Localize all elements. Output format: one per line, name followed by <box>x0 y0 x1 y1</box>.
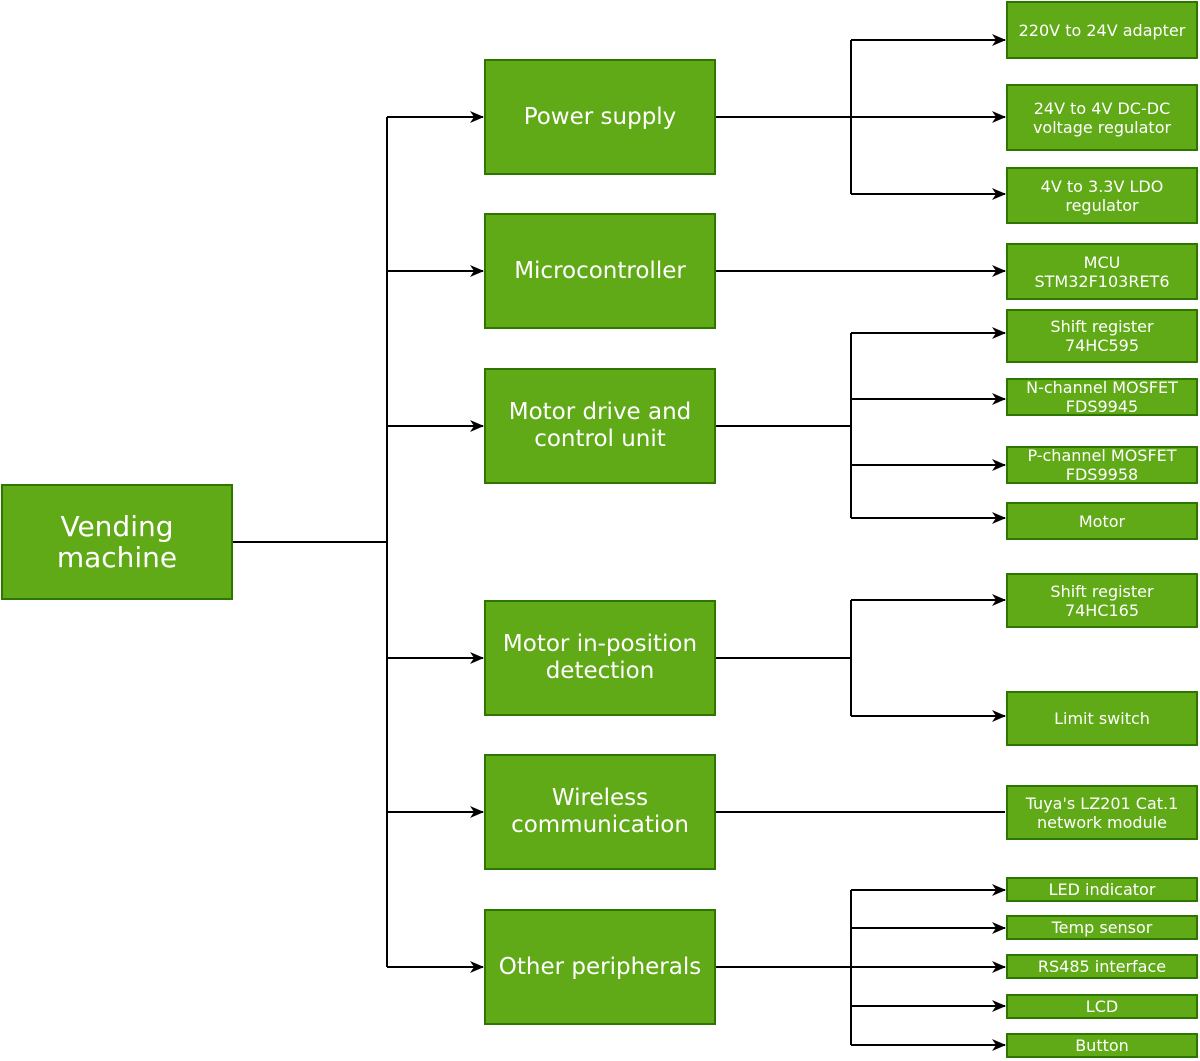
node-220v-24v-adapter: 220V to 24V adapter <box>1006 1 1198 59</box>
node-tuya-lz201-module: Tuya's LZ201 Cat.1 network module <box>1006 785 1198 840</box>
node-led-indicator: LED indicator <box>1006 877 1198 902</box>
node-motor: Motor <box>1006 502 1198 540</box>
node-rs485-interface: RS485 interface <box>1006 954 1198 979</box>
node-temp-sensor: Temp sensor <box>1006 915 1198 940</box>
node-motor-in-position-detection: Motor in-position detection <box>484 600 716 716</box>
node-power-supply: Power supply <box>484 59 716 175</box>
node-shift-register-74hc165: Shift register 74HC165 <box>1006 573 1198 628</box>
node-4v-3v3-ldo-regulator: 4V to 3.3V LDO regulator <box>1006 167 1198 224</box>
node-button: Button <box>1006 1033 1198 1058</box>
node-motor-drive-control-unit: Motor drive and control unit <box>484 368 716 484</box>
node-shift-register-74hc595: Shift register 74HC595 <box>1006 309 1198 363</box>
node-microcontroller: Microcontroller <box>484 213 716 329</box>
node-n-channel-mosfet: N-channel MOSFET FDS9945 <box>1006 378 1198 416</box>
node-limit-switch: Limit switch <box>1006 691 1198 746</box>
node-vending-machine: Vending machine <box>1 484 233 600</box>
node-p-channel-mosfet: P-channel MOSFET FDS9958 <box>1006 446 1198 484</box>
node-other-peripherals: Other peripherals <box>484 909 716 1025</box>
node-24v-4v-dcdc-regulator: 24V to 4V DC-DC voltage regulator <box>1006 84 1198 151</box>
node-lcd: LCD <box>1006 994 1198 1019</box>
node-wireless-communication: Wireless communication <box>484 754 716 870</box>
node-mcu-stm32: MCU STM32F103RET6 <box>1006 243 1198 300</box>
